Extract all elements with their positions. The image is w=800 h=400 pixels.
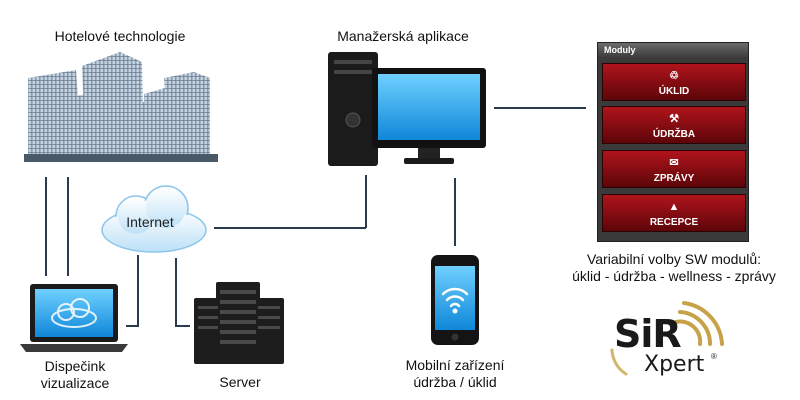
module-label: ÚKLID bbox=[658, 86, 690, 97]
dispatch-label-line1: Dispečink bbox=[44, 358, 106, 374]
hotel-label: Hotelové technologie bbox=[54, 28, 186, 44]
mobile-label-line2: údržba / úklid bbox=[413, 374, 497, 390]
signal-waves-icon bbox=[610, 301, 724, 376]
server-icon bbox=[194, 282, 284, 364]
wrench-icon: ⚒ bbox=[669, 113, 679, 125]
dispatch-label-line2: vizualizace bbox=[40, 375, 110, 391]
sirxpert-logo: SiR Xpert ® bbox=[606, 300, 736, 392]
bell-icon: ▲ bbox=[668, 201, 680, 213]
module-button-udrzba[interactable]: ⚒ ÚDRŽBA bbox=[602, 106, 746, 144]
module-label: ÚDRŽBA bbox=[652, 129, 696, 140]
line-internet-server bbox=[175, 258, 190, 327]
modules-caption-line2: úklid - údržba - wellness - zprávy bbox=[572, 268, 776, 284]
mobile-label: Mobilní zařízení údržba / úklid bbox=[390, 357, 520, 391]
internet-label: Internet bbox=[126, 214, 174, 230]
line-internet-dispatch bbox=[126, 255, 139, 327]
logo-xpert-text: Xpert bbox=[644, 352, 705, 377]
server-label: Server bbox=[219, 374, 261, 390]
cloud-icon bbox=[101, 185, 207, 253]
message-icon: ✉ bbox=[669, 157, 679, 169]
module-label: ZPRÁVY bbox=[653, 173, 695, 184]
mobile-label-line1: Mobilní zařízení bbox=[405, 357, 505, 373]
logo-sir-text: SiR bbox=[614, 312, 682, 356]
modules-panel: Moduly ♲ ÚKLID ⚒ ÚDRŽBA ✉ ZPRÁVY ▲ RECEP… bbox=[597, 42, 749, 242]
cleaning-icon: ♲ bbox=[669, 70, 679, 82]
dispatch-label: Dispečink vizualizace bbox=[20, 358, 130, 392]
logo-registered-mark: ® bbox=[711, 352, 717, 361]
hotel-buildings-icon bbox=[24, 52, 218, 162]
desktop-computer-icon bbox=[328, 52, 486, 166]
modules-panel-title: Moduly bbox=[598, 43, 748, 57]
smartphone-icon bbox=[431, 255, 479, 345]
manager-label: Manažerská aplikace bbox=[337, 28, 469, 44]
wifi-icon bbox=[441, 287, 469, 308]
laptop-icon bbox=[20, 284, 128, 352]
modules-caption: Variabilní volby SW modulů: úklid - údrž… bbox=[552, 251, 796, 285]
module-label: RECEPCE bbox=[649, 217, 699, 228]
module-button-zpravy[interactable]: ✉ ZPRÁVY bbox=[602, 150, 746, 188]
modules-caption-line1: Variabilní volby SW modulů: bbox=[586, 251, 762, 267]
module-button-recepce[interactable]: ▲ RECEPCE bbox=[602, 194, 746, 232]
module-button-uklid[interactable]: ♲ ÚKLID bbox=[602, 63, 746, 101]
